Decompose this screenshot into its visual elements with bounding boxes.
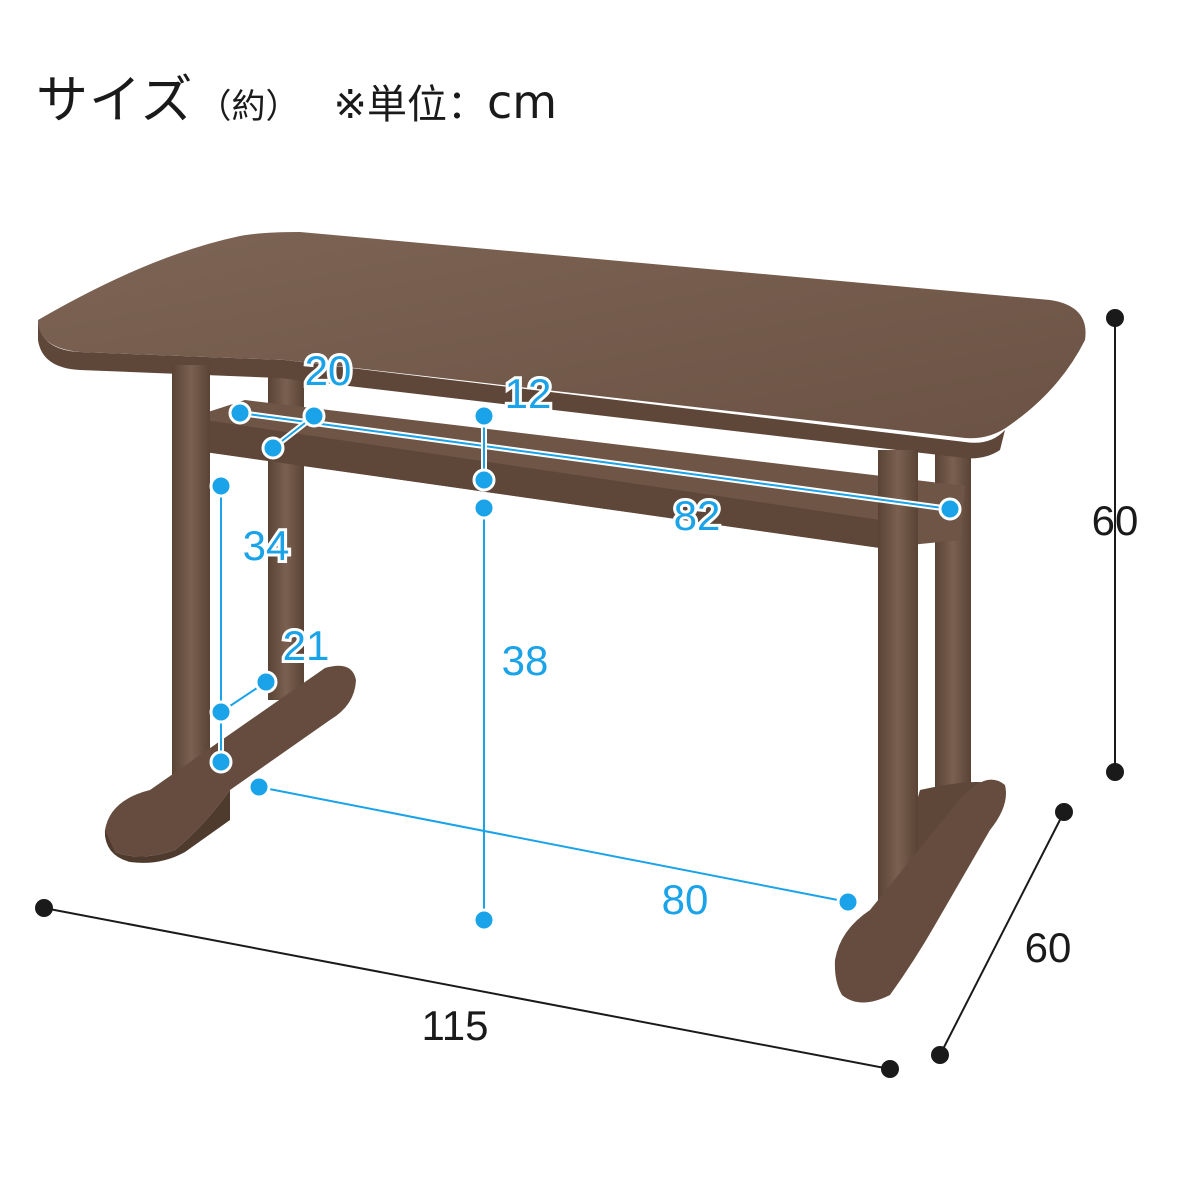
dim-point (35, 899, 53, 917)
tabletop-edge (38, 320, 1005, 459)
tabletop (38, 232, 1086, 439)
table-illustration (38, 232, 1086, 1003)
leg-height-label: 34 (243, 522, 290, 569)
dim-point (881, 1060, 899, 1078)
approx-note: （約） (197, 87, 300, 127)
shelf-gap-label: 12 (505, 370, 552, 417)
dim-point (1106, 763, 1124, 781)
overall-dimensions: 60 115 60 (35, 309, 1138, 1078)
width-label: 115 (422, 1002, 489, 1049)
unit-label: ※単位： (333, 82, 487, 128)
depth-label: 60 (1025, 924, 1072, 971)
shelf-width-label: 82 (674, 492, 721, 539)
front-right-base (834, 779, 1006, 1003)
dim-point (1106, 309, 1124, 327)
base-depth-label: 21 (283, 622, 330, 669)
shelf-front-edge (205, 420, 880, 548)
front-left-leg (172, 365, 210, 805)
dim-point (1055, 803, 1073, 821)
leg-span-label: 80 (662, 876, 709, 923)
detail-dimensions: 82 20 12 38 34 21 80 (209, 344, 962, 932)
dim-point (931, 1046, 949, 1064)
size-heading: サイズ (36, 71, 194, 131)
page-title: サイズ（約） ※単位：cm (36, 58, 558, 131)
floor-to-shelf-label: 38 (502, 637, 549, 684)
height-label: 60 (1092, 497, 1139, 544)
front-right-leg (878, 450, 918, 930)
unit-value: cm (486, 75, 558, 129)
shelf-depth-label: 20 (305, 347, 352, 394)
